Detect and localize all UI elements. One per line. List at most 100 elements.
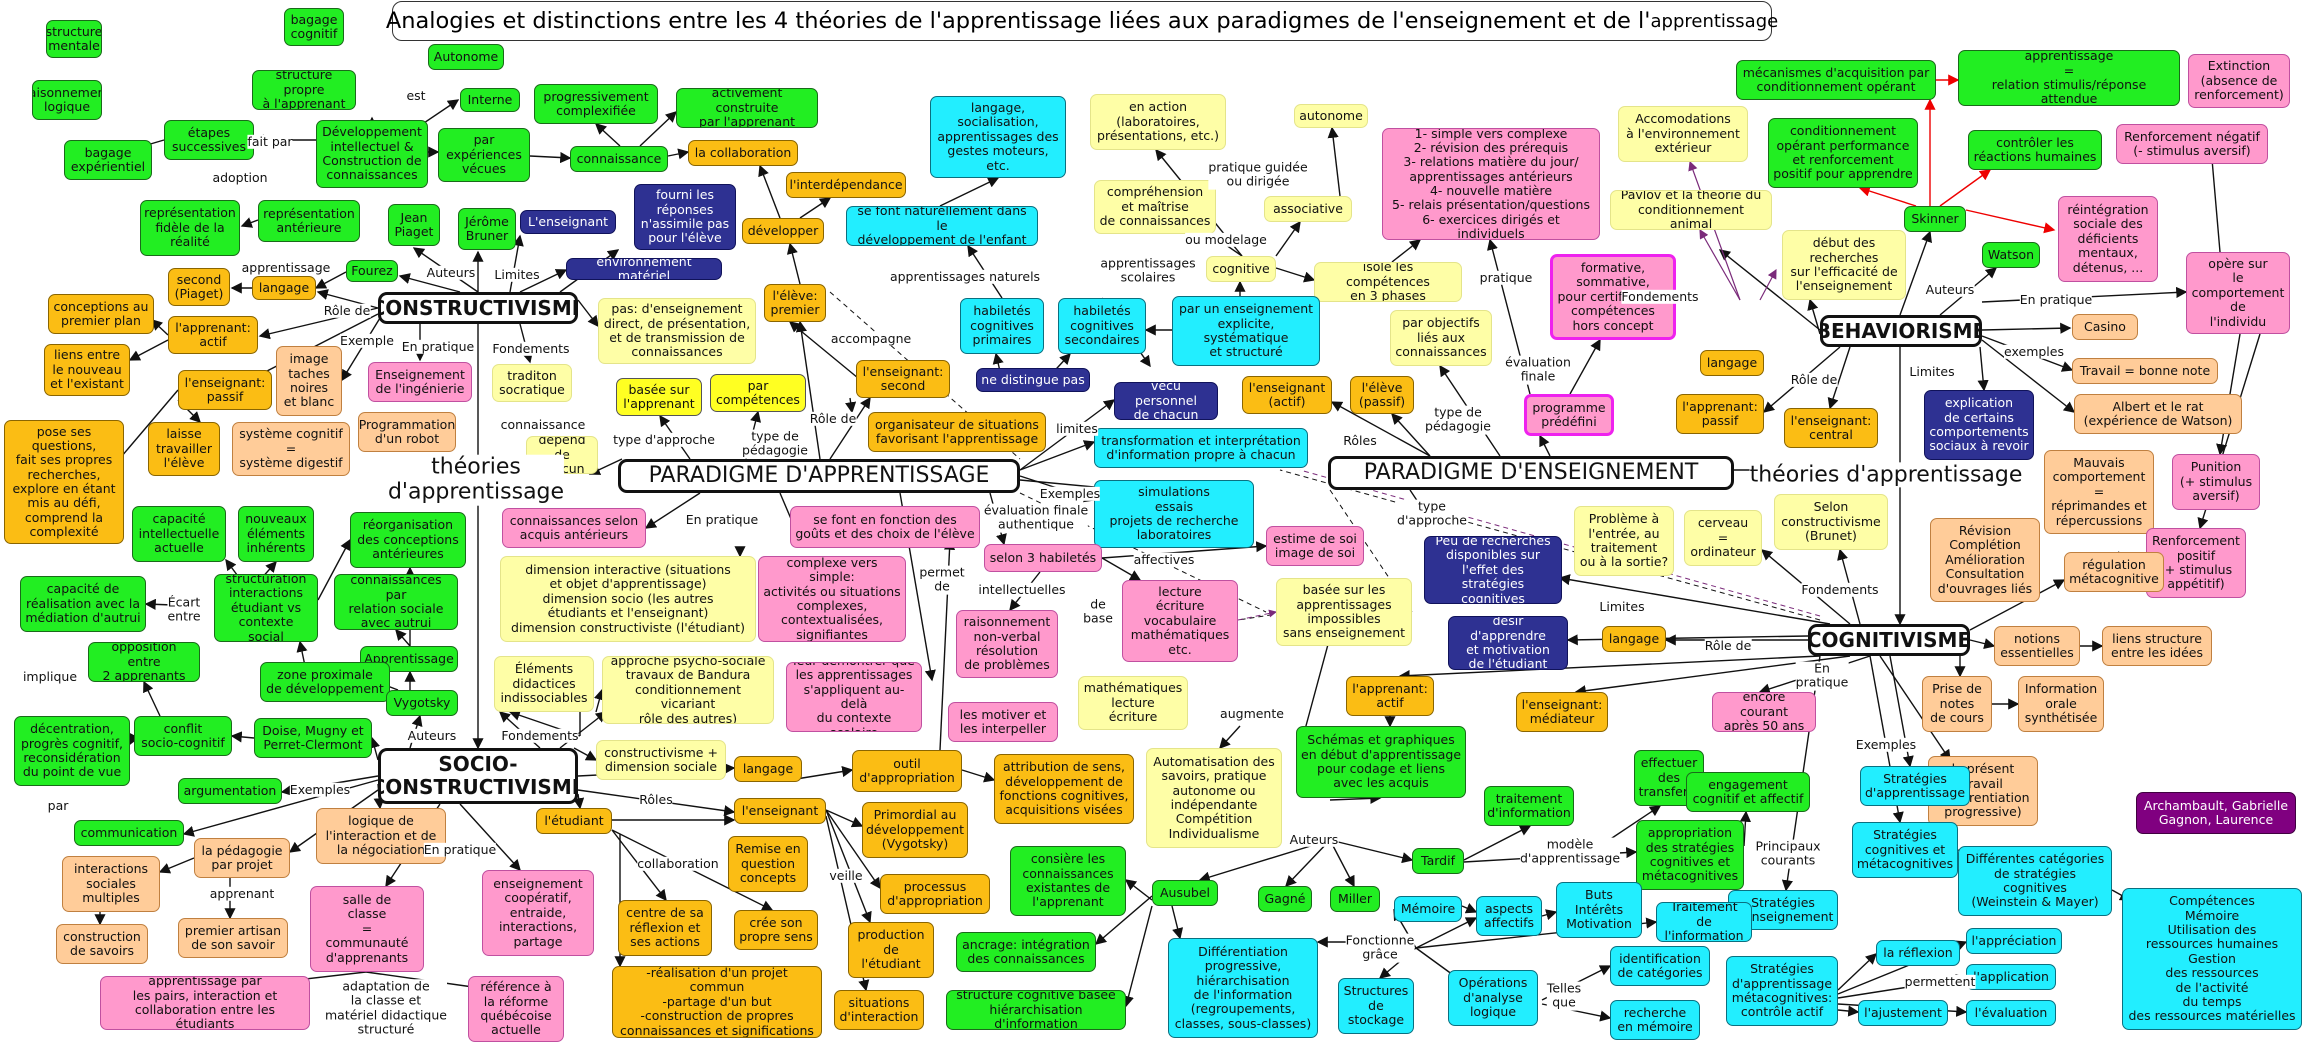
link-label: de base xyxy=(1083,596,1113,627)
node-label: vécu personnel de chacun xyxy=(1133,382,1199,420)
node-centre-reflexion: centre de sa réflexion et ses actions xyxy=(618,900,712,956)
node-probleme-entree: Problème à l'entrée, au traitement ou à … xyxy=(1574,506,1674,576)
link-label: En pratique xyxy=(1795,660,1849,691)
node-label: l'enseignant: passif xyxy=(184,374,266,404)
node-effectuer-transferts: effectuer des transferts xyxy=(1634,750,1704,806)
node-label: programme prédéfini xyxy=(1532,399,1606,429)
link-label: veille xyxy=(829,867,863,884)
link-label: En pratique xyxy=(685,511,759,528)
node-complexe-simple: complexe vers simple: activités ou situa… xyxy=(758,556,906,642)
node-label: Accomodations à l'environnement extérieu… xyxy=(1626,111,1740,156)
node-raisonnement-logique: raisonnement logique xyxy=(32,80,102,120)
node-casino: Casino xyxy=(2072,314,2138,340)
node-label: argumentation xyxy=(183,782,277,798)
node-mathematiques-lecture: mathématiques lecture écriture xyxy=(1078,676,1188,730)
node-label: Tardif xyxy=(1421,852,1455,868)
node-label: zone proximale de développement xyxy=(266,666,384,696)
node-label: mécanismes d'acquisition par conditionne… xyxy=(1742,64,1930,94)
node-simulations: simulations essais projets de recherche … xyxy=(1094,480,1254,548)
node-label: 1- simple vers complexe 2- révision des … xyxy=(1392,128,1590,240)
node-l-etudiant: l'étudiant xyxy=(536,808,612,834)
node-label: langage xyxy=(258,279,310,295)
node-apprenant-actif-cog: l'apprenant: actif xyxy=(1346,676,1434,716)
node-label: opère sur le comportement de l'individu xyxy=(2191,256,2285,329)
author-box: Archambault, Gabrielle Gagnon, Laurence xyxy=(2136,792,2296,834)
link-label: Limites xyxy=(1599,598,1645,615)
node-label: laisse travailler l'élève xyxy=(155,426,212,471)
node-label: Mauvais comportement = réprimandes et ré… xyxy=(2051,455,2147,528)
node-strategies-metacognitives: Stratégies d'apprentissage métacognitive… xyxy=(1726,956,1838,1026)
node-enseignant-second-pa: l'enseignant: second xyxy=(856,360,950,398)
node-label: l'apprenant: actif xyxy=(1352,680,1428,710)
node-label: environnement matériel xyxy=(596,258,692,280)
node-mecanismes: mécanismes d'acquisition par conditionne… xyxy=(1736,60,1936,100)
node-pas-enseignement: pas: d'enseignement direct, de présentat… xyxy=(598,298,756,364)
node-label: Albert et le rat (expérience de Watson) xyxy=(2083,398,2233,428)
node-pavlov: Pavlov et la théorie du conditionnement … xyxy=(1610,190,1772,230)
node-reintegration: réintégration sociale des déficients men… xyxy=(2058,196,2158,282)
node-cognitive: cognitive xyxy=(1206,256,1276,282)
node-label: réorganisation des conceptions antérieur… xyxy=(357,517,459,562)
node-label: appropriation des stratégies cognitives … xyxy=(1641,825,1739,884)
node-eleve-premier: l'élève: premier xyxy=(764,284,826,322)
node-selon-constructivisme: Selon constructivisme (Brunet) xyxy=(1774,494,1888,550)
node-conflit: conflit socio-cognitif xyxy=(134,716,232,756)
node-tradition-socratique: traditon socratique xyxy=(492,364,572,402)
node-label: Vygotsky xyxy=(393,694,451,710)
node-label: Skinner xyxy=(1911,210,1959,226)
node-label: traditon socratique xyxy=(499,367,565,397)
node-label: désir d'apprendre et motivation de l'étu… xyxy=(1466,616,1550,670)
node-regulation-metacognitive: régulation métacognitive xyxy=(2064,552,2164,592)
node-label: pas: d'enseignement direct, de présentat… xyxy=(603,301,751,360)
node-label: CONSTRUCTIVISME xyxy=(378,295,578,320)
node-naturellement: se font naturellement dans le développem… xyxy=(846,206,1038,246)
node-label: production de l'étudiant xyxy=(857,927,925,972)
node-label: image taches noires et blanc xyxy=(283,351,335,410)
node-behaviorisme: BEHAVIORISME xyxy=(1820,315,1982,347)
node-prise-notes: Prise de notes de cours xyxy=(1922,676,1992,732)
node-selon-3-habiletes: selon 3 habiletés xyxy=(984,544,1102,572)
node-label: communication xyxy=(80,824,178,840)
node-label: Traitement de l'information xyxy=(1664,902,1744,942)
node-strategies-apprentissage: Stratégies d'apprentissage xyxy=(1860,766,1970,806)
node-label: conditionnement opérant performance et r… xyxy=(1773,123,1913,182)
node-langage-sc: langage xyxy=(734,756,802,782)
node-connaissances-acquis: connaissances selon acquis antérieurs xyxy=(502,508,646,548)
node-structure-propre: structure propre à l'apprenant xyxy=(252,70,356,110)
node-jerome-bruner: Jérôme Bruner xyxy=(458,208,516,250)
node-decentration: décentration, progrès cognitif, reconsid… xyxy=(14,716,130,786)
node-label: structuration interactions étudiant vs c… xyxy=(225,574,307,642)
node-enseignement-explicite: par un enseignement explicite, systémati… xyxy=(1172,296,1320,366)
link-label: connaissance xyxy=(500,416,586,433)
node-automatisation: Automatisation des savoirs, pratique aut… xyxy=(1146,748,1282,848)
link-label: limites xyxy=(1056,420,1098,437)
node-debut-recherches: début des recherches sur l'efficacité de… xyxy=(1782,230,1906,300)
node-label: transformation et interprétation d'infor… xyxy=(1101,432,1301,462)
node-label: raisonnement non-verbal résolution de pr… xyxy=(963,614,1051,673)
link-label: adoption xyxy=(212,169,268,186)
node-label: dimension interactive (situations et obj… xyxy=(511,562,745,635)
node-la-collaboration: la collaboration xyxy=(688,140,798,166)
node-encore-courant: encore courant après 50 ans xyxy=(1712,692,1816,732)
node-processus-appropriation: processus d'appropriation xyxy=(880,874,990,914)
node-controler-reactions: contrôler les réactions humaines xyxy=(1968,130,2102,170)
link-label: évaluation finale authentique xyxy=(983,502,1089,533)
node-label: consière les connaissances existantes de… xyxy=(1022,851,1114,910)
node-label: se font naturellement dans le développem… xyxy=(857,206,1027,246)
node-raisonnement-nonverbal: raisonnement non-verbal résolution de pr… xyxy=(956,610,1058,678)
node-vecu-personnel: vécu personnel de chacun xyxy=(1114,382,1218,420)
node-label: raisonnement logique xyxy=(33,84,101,114)
node-label: Remise en question concepts xyxy=(735,841,801,886)
node-transformation: transformation et interprétation d'infor… xyxy=(1094,428,1308,468)
node-bagage-cognitif: bagage cognitif xyxy=(284,8,344,46)
node-opere-comportement: opère sur le comportement de l'individu xyxy=(2186,252,2290,334)
link-label: Auteurs xyxy=(407,727,457,744)
node-label: langage, socialisation, apprentissages d… xyxy=(937,100,1059,173)
node-structuration-interactions: structuration interactions étudiant vs c… xyxy=(214,574,318,642)
link-label: Auteurs xyxy=(1289,831,1339,848)
node-paradigme-enseignement: PARADIGME D'ENSEIGNEMENT xyxy=(1328,456,1734,490)
node-label: Interne xyxy=(467,91,513,107)
node-label: la pédagogie par projet xyxy=(201,842,283,872)
node-associative: associative xyxy=(1264,196,1352,222)
node-label: Différentiation progressive, hiérarchisa… xyxy=(1174,943,1312,1031)
